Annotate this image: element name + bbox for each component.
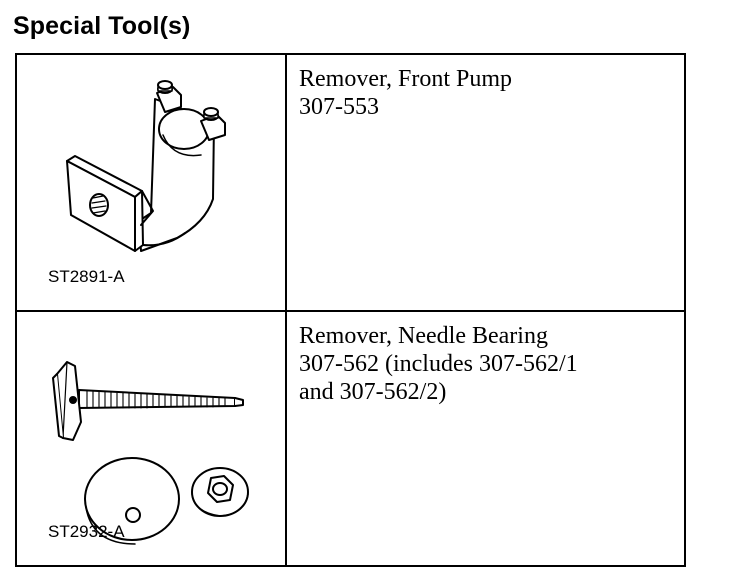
tool-name: Remover, Front Pump bbox=[299, 66, 513, 92]
tool-number: 307-553 bbox=[299, 94, 379, 120]
front-pump-remover-illustration bbox=[66, 80, 226, 252]
needle-bearing-remover-illustration bbox=[52, 361, 249, 545]
tool-row: ST2932-A Remover, Needle Bearing 307-562… bbox=[17, 312, 684, 565]
tool-description: Remover, Front Pump 307-553 bbox=[299, 65, 512, 121]
figure-code: ST2932-A bbox=[48, 522, 125, 541]
tool-row: ST2891-A Remover, Front Pump 307-553 bbox=[17, 55, 684, 312]
figure-code: ST2891-A bbox=[48, 267, 125, 286]
special-tools-table: ST2891-A Remover, Front Pump 307-553 bbox=[15, 53, 686, 567]
tool-name: Remover, Needle Bearing bbox=[299, 323, 548, 349]
tool-number-continued: and 307-562/2) bbox=[299, 379, 447, 405]
tool-number: 307-562 (includes 307-562/1 bbox=[299, 351, 578, 377]
tool-description-cell: Remover, Needle Bearing 307-562 (include… bbox=[287, 312, 684, 565]
tool-image-cell: ST2891-A bbox=[17, 55, 287, 310]
page-heading: Special Tool(s) bbox=[13, 12, 191, 40]
tool-image-cell: ST2932-A bbox=[17, 312, 287, 565]
tool-description: Remover, Needle Bearing 307-562 (include… bbox=[299, 322, 578, 406]
tool-description-cell: Remover, Front Pump 307-553 bbox=[287, 55, 684, 310]
